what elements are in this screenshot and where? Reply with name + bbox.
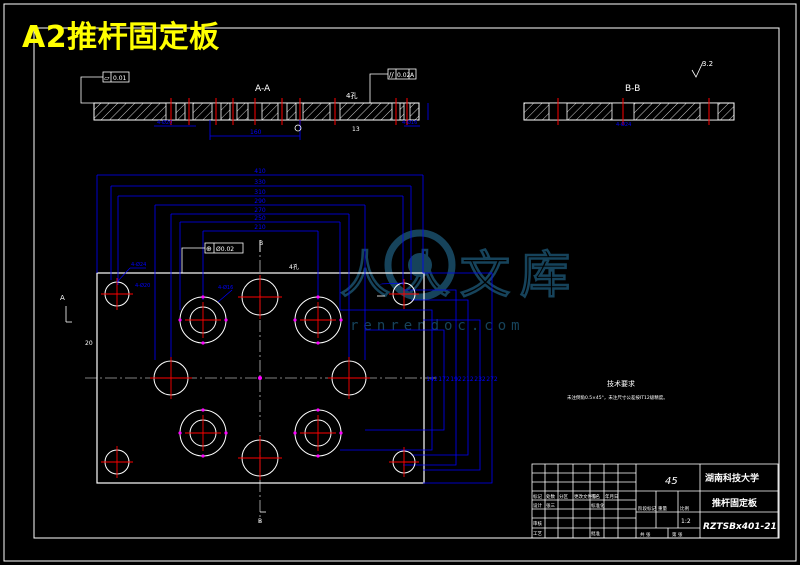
- section-a-view: A-A ▱ 0.01 // 0.02 A 4孔 160 13 4-Ø20 4-Ø…: [80, 68, 429, 140]
- section-hole-dim-left: 4-Ø20: [157, 119, 172, 126]
- tb-approve-label: 批准: [591, 530, 600, 537]
- plan-cut-label-b-bottom: B: [258, 518, 262, 525]
- tb-school: 湖南科技大学: [705, 472, 759, 484]
- tb-row-label-3: 更改文件号: [574, 493, 597, 500]
- plan-hole-callout-1: 4-Ø24: [131, 261, 146, 268]
- tb-sheet-no: 第 张: [672, 531, 683, 538]
- tech-req-line: 未注倒角0.5×45°，未注尺寸公差按IT12级精度。: [567, 394, 668, 401]
- plan-center-dim: 20: [85, 340, 93, 347]
- tb-process-label: 工艺: [533, 531, 542, 537]
- tb-standardize-label: 标准化: [591, 502, 605, 509]
- dim-w3: 270: [254, 207, 266, 214]
- title-block: [531, 463, 779, 539]
- tb-designer-name: 张三: [546, 502, 555, 509]
- dim-w1: 310: [254, 189, 266, 196]
- section-b-hole-dim: 4-Ø24: [616, 121, 631, 128]
- tb-weight-label: 重量: [658, 505, 667, 512]
- plan-hole-callout-3: 4-Ø16: [218, 284, 233, 291]
- dim-overall: 410: [254, 168, 266, 175]
- section-a-label: A-A: [255, 84, 271, 94]
- position-symbol-icon: [294, 124, 302, 132]
- tb-part-name: 推杆固定板: [712, 497, 758, 509]
- tech-req-title: 技术要求: [607, 379, 635, 388]
- plan-cut-label-b-top: B: [259, 240, 263, 247]
- tb-row-label-0: 标记: [533, 493, 542, 500]
- dim-h1: 172: [438, 376, 450, 383]
- plan-hole-callout-2: 4-Ø20: [135, 282, 150, 289]
- dim-w5: 210: [254, 224, 266, 231]
- section-hole-dim-right: 4-Ø16: [402, 119, 417, 126]
- tb-row-label-1: 处数: [546, 493, 555, 500]
- roughness-value: 3.2: [702, 60, 713, 68]
- outer-border: [3, 3, 797, 562]
- flatness-symbol: ▱: [104, 74, 110, 82]
- position-frame-symbol: ⊕: [206, 245, 212, 253]
- tb-drawing-no: RZTSBx401-21: [703, 522, 777, 532]
- tb-row-label-4: 签名: [591, 493, 600, 500]
- tb-scale-value: 1:2: [681, 518, 691, 525]
- watermark-logo-icon: [384, 229, 456, 301]
- tb-material: 45: [665, 476, 678, 487]
- plan-cut-label-a: A: [60, 294, 65, 302]
- dim-h4: 232: [474, 376, 486, 383]
- section-b-label: B-B: [625, 84, 640, 94]
- dim-h2: 192: [450, 376, 462, 383]
- dim-h3: 212: [462, 376, 474, 383]
- dim-w2: 290: [254, 198, 266, 205]
- plan-hole-note: 4孔: [289, 263, 299, 271]
- dim-h5: 272: [486, 376, 498, 383]
- tb-row-label-5: 年月日: [605, 493, 619, 500]
- parallel-value: 0.02: [397, 72, 411, 79]
- tech-requirements: 技术要求 未注倒角0.5×45°，未注尺寸公差按IT12级精度。: [567, 379, 668, 401]
- watermark: 人人文库 renrendoc.com: [339, 229, 580, 334]
- inner-border: [33, 27, 780, 539]
- position-frame-value: Ø0.02: [216, 246, 234, 253]
- plan-view: 410 330 310 290 270 250 210 142 172 192 …: [60, 168, 498, 525]
- dim-w0: 330: [254, 179, 266, 186]
- section-depth-dim: 13: [352, 126, 360, 133]
- flatness-value: 0.01: [113, 75, 127, 82]
- section-span-dim: 160: [250, 129, 262, 136]
- tb-scale-label: 比例: [680, 505, 689, 512]
- section-hole-note: 4孔: [346, 92, 357, 100]
- tb-checker-label: 审核: [533, 520, 542, 527]
- section-b-view: B-B 4-Ø24 3.2: [523, 60, 735, 128]
- page-title: A2推杆固定板: [22, 20, 220, 55]
- watermark-text: 人人文库: [340, 246, 580, 304]
- tb-sheet-total: 共 张: [640, 531, 651, 538]
- tb-stage-label: 阶段标记: [638, 505, 656, 512]
- tb-row-label-2: 分区: [559, 493, 568, 500]
- parallel-datum: A: [410, 72, 415, 79]
- dim-w4: 250: [254, 215, 266, 222]
- parallel-symbol: //: [389, 71, 394, 79]
- tb-designer-label: 设计: [533, 502, 542, 509]
- dim-h0: 142: [426, 376, 438, 383]
